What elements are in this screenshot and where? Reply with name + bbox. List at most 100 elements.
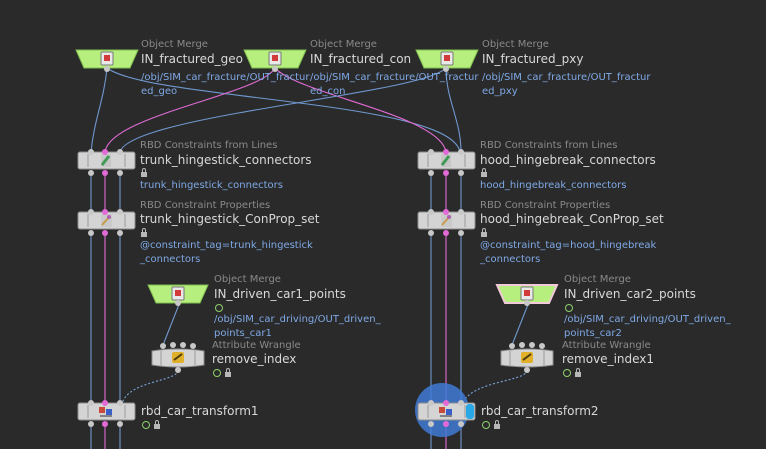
output-connector[interactable] (102, 230, 108, 236)
node-remove-index1[interactable] (499, 348, 555, 368)
input-connector[interactable] (539, 343, 545, 349)
input-connector[interactable] (160, 343, 166, 349)
input-connector[interactable] (117, 209, 123, 215)
output-connector[interactable] (458, 230, 464, 236)
node-type-label: RBD Constraints from Lines (480, 140, 618, 151)
input-connector[interactable] (180, 342, 186, 348)
node-param-line2: ed_con (310, 86, 346, 97)
lock-icon (481, 227, 487, 238)
output-connector[interactable] (443, 230, 449, 236)
output-connector[interactable] (443, 421, 449, 427)
input-connector[interactable] (102, 209, 108, 215)
node-rbd-car-transform1[interactable] (77, 402, 136, 421)
wrangle-node-shape (500, 348, 554, 368)
node-in-driven-car1-points[interactable] (147, 284, 209, 304)
display-flag-icon[interactable] (215, 303, 227, 313)
node-type-label: Object Merge (310, 39, 377, 50)
rbd-node-shape (417, 402, 476, 421)
input-connector[interactable] (88, 209, 94, 215)
input-connector[interactable] (428, 209, 434, 215)
display-flag-icon[interactable] (213, 367, 231, 378)
input-connector[interactable] (117, 400, 123, 406)
input-connector[interactable] (443, 400, 449, 406)
input-connector[interactable] (102, 400, 108, 406)
display-flag-icon[interactable] (482, 419, 500, 430)
node-in-driven-car2-points[interactable] (495, 284, 559, 304)
node-hood-hingebreak-conprop-set[interactable] (417, 211, 476, 230)
wire-remove1-to-transform2 (461, 369, 528, 405)
node-name-label[interactable]: rbd_car_transform2 (481, 404, 599, 418)
input-connector[interactable] (458, 209, 464, 215)
node-name-label[interactable]: IN_driven_car2_points (564, 287, 696, 301)
wire-remove-to-transform1 (121, 369, 179, 405)
node-name-label[interactable]: remove_index1 (562, 352, 655, 366)
input-connector[interactable] (443, 149, 449, 155)
output-connector[interactable] (102, 170, 108, 176)
input-connector[interactable] (458, 400, 464, 406)
input-connector[interactable] (88, 400, 94, 406)
node-name-label[interactable]: hood_hingebreak_connectors (480, 153, 656, 167)
node-name-label[interactable]: trunk_hingestick_ConProp_set (140, 212, 320, 226)
node-rbd-car-transform2[interactable] (417, 402, 476, 421)
output-connector[interactable] (102, 421, 108, 427)
constraints-lines-icon (440, 154, 451, 167)
input-connector[interactable] (102, 149, 108, 155)
node-name-label[interactable]: IN_fractured_geo (141, 52, 243, 66)
object-merge-icon (520, 286, 534, 301)
output-connector[interactable] (428, 170, 434, 176)
output-connector[interactable] (117, 170, 123, 176)
node-in-fractured-con[interactable] (243, 49, 307, 69)
output-connector[interactable] (88, 170, 94, 176)
output-connector[interactable] (428, 230, 434, 236)
output-connector[interactable] (272, 66, 278, 72)
node-type-label: Attribute Wrangle (212, 340, 301, 351)
output-connector[interactable] (175, 367, 181, 373)
input-connector[interactable] (88, 149, 94, 155)
node-type-label: Object Merge (564, 274, 631, 285)
output-connector[interactable] (458, 421, 464, 427)
input-connector[interactable] (428, 149, 434, 155)
output-connector[interactable] (104, 66, 110, 72)
input-connector[interactable] (190, 343, 196, 349)
output-connector[interactable] (117, 421, 123, 427)
node-in-fractured-geo[interactable] (75, 49, 139, 69)
display-flag-icon[interactable] (142, 419, 160, 430)
object-merge-icon (171, 286, 185, 301)
input-connector[interactable] (519, 342, 525, 348)
node-name-label[interactable]: IN_fractured_con (310, 52, 412, 66)
node-name-label[interactable]: rbd_car_transform1 (141, 404, 259, 418)
input-connector[interactable] (529, 342, 535, 348)
display-flag-icon[interactable] (563, 367, 581, 378)
output-connector[interactable] (524, 300, 530, 306)
node-remove-index[interactable] (150, 348, 206, 368)
output-connector[interactable] (458, 170, 464, 176)
node-hood-hingebreak-connectors[interactable] (417, 151, 476, 170)
output-connector[interactable] (428, 421, 434, 427)
node-param-line1: /obj/SIM_car_fracture/OUT_fractur (482, 72, 651, 83)
node-name-label[interactable]: remove_index (212, 352, 297, 366)
node-param-line2: ed_pxy (482, 86, 518, 97)
node-name-label[interactable]: hood_hingebreak_ConProp_set (480, 212, 664, 226)
output-connector[interactable] (443, 66, 449, 72)
output-connector[interactable] (524, 367, 530, 373)
input-connector[interactable] (117, 149, 123, 155)
output-connector[interactable] (88, 230, 94, 236)
node-name-label[interactable]: IN_fractured_pxy (482, 52, 584, 66)
output-connector[interactable] (175, 300, 181, 306)
object-merge-icon (100, 51, 114, 66)
lock-icon (481, 167, 487, 178)
input-connector[interactable] (509, 343, 515, 349)
constraint-properties-icon (101, 214, 112, 227)
input-connector[interactable] (443, 209, 449, 215)
output-connector[interactable] (443, 170, 449, 176)
input-connector[interactable] (170, 342, 176, 348)
output-connector[interactable] (117, 230, 123, 236)
display-flag-icon[interactable] (565, 303, 577, 313)
node-in-fractured-pxy[interactable] (415, 49, 479, 69)
input-connector[interactable] (428, 400, 434, 406)
output-connector[interactable] (88, 421, 94, 427)
node-name-label[interactable]: trunk_hingestick_connectors (140, 153, 312, 167)
node-name-label[interactable]: IN_driven_car1_points (214, 287, 346, 301)
input-connector[interactable] (458, 149, 464, 155)
